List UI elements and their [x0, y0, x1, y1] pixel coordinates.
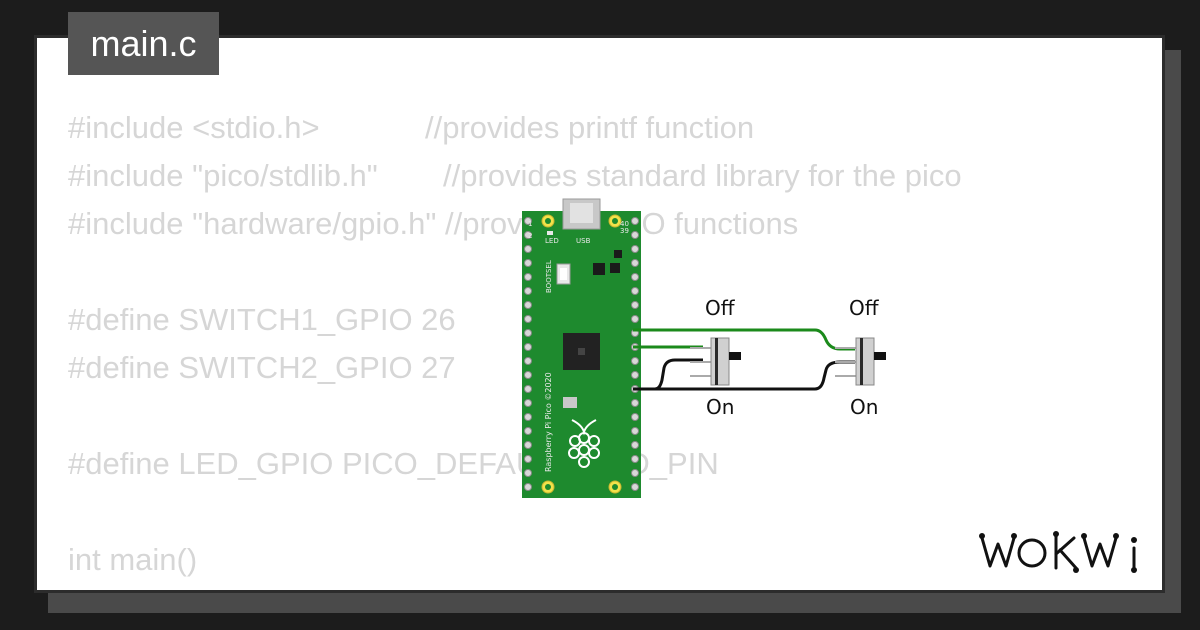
code-comment: //provides printf function — [425, 110, 755, 145]
gpio-pin[interactable] — [524, 301, 532, 309]
gpio-pin[interactable] — [524, 287, 532, 295]
bootsel-label: BOOTSEL — [545, 260, 553, 293]
gpio-pin[interactable] — [524, 371, 532, 379]
gpio-pin[interactable] — [524, 413, 532, 421]
pin-2-label: 2 — [528, 232, 532, 240]
pin-header-left — [524, 217, 532, 491]
switch1-off-label: Off — [705, 296, 736, 320]
switch2-on-label: On — [850, 395, 878, 419]
gpio-pin[interactable] — [524, 217, 532, 225]
slide-switch-1[interactable] — [690, 337, 741, 386]
gpio-pin[interactable] — [631, 273, 639, 281]
gpio-pin[interactable] — [524, 343, 532, 351]
gpio-pin[interactable] — [524, 273, 532, 281]
gpio-pin[interactable] — [631, 399, 639, 407]
code-comment: //provides standard library for the pico — [443, 158, 962, 193]
gpio-pin[interactable] — [524, 357, 532, 365]
switch-body — [855, 337, 875, 386]
gpio-pin[interactable] — [631, 315, 639, 323]
wokwi-logo — [979, 531, 1137, 573]
gpio-pin[interactable] — [631, 217, 639, 225]
usb-port — [570, 203, 593, 223]
led-label: LED — [545, 237, 559, 245]
switch1-on-label: On — [706, 395, 734, 419]
gpio-pin[interactable] — [524, 385, 532, 393]
pin-40-label: 40 — [620, 220, 629, 228]
pin-39-label: 39 — [620, 227, 629, 235]
led-icon — [547, 231, 553, 235]
code-line: #define SWITCH2_GPIO 27 — [68, 350, 456, 385]
slide-switch-2[interactable] — [835, 337, 886, 386]
gpio-pin[interactable] — [524, 245, 532, 253]
gpio-pin[interactable] — [524, 315, 532, 323]
gpio-pin[interactable] — [631, 371, 639, 379]
chip-icon — [593, 263, 605, 275]
usb-label: USB — [576, 237, 591, 245]
gpio-pin[interactable] — [631, 231, 639, 239]
file-tab[interactable]: main.c — [68, 12, 219, 75]
gpio-pin[interactable] — [631, 287, 639, 295]
switch2-off-label: Off — [849, 296, 880, 320]
gpio-pin[interactable] — [524, 455, 532, 463]
switch-handle — [874, 352, 886, 360]
gpio-pin[interactable] — [524, 259, 532, 267]
gpio-pin[interactable] — [631, 259, 639, 267]
code-line: #include "pico/stdlib.h" — [68, 158, 378, 193]
wire-switch1-ground — [633, 358, 703, 391]
gpio-pin[interactable] — [631, 455, 639, 463]
raspberry-pi-logo-icon — [568, 419, 600, 468]
gpio-pin[interactable] — [524, 427, 532, 435]
gpio-pin[interactable] — [631, 441, 639, 449]
code-editor: #include <stdio.h> //provides printf fun… — [68, 88, 1162, 577]
code-line: #define SWITCH1_GPIO 26 — [68, 302, 456, 337]
raspberry-pi-pico-board[interactable]: LED USB 1 2 39 40 BOOTSEL Raspberry Pi P… — [522, 198, 641, 498]
gpio-pin[interactable] — [524, 441, 532, 449]
switch-body — [710, 337, 730, 386]
gpio-pin[interactable] — [524, 469, 532, 477]
gpio-pin[interactable] — [524, 231, 532, 239]
gpio-pin[interactable] — [524, 399, 532, 407]
gpio-pin[interactable] — [631, 245, 639, 253]
gpio-pin[interactable] — [524, 483, 532, 491]
gpio-pin[interactable] — [524, 329, 532, 337]
switch-handle — [729, 352, 741, 360]
pin-1-label: 1 — [528, 220, 532, 228]
pin-header-right — [631, 217, 639, 491]
gpio-pin[interactable] — [631, 357, 639, 365]
gpio-pin[interactable] — [631, 483, 639, 491]
model-label: Raspberry Pi Pico ©2020 — [544, 372, 553, 472]
gpio-pin[interactable] — [631, 301, 639, 309]
flash-chip-icon — [563, 397, 577, 408]
gpio-pin[interactable] — [631, 413, 639, 421]
gpio-pin[interactable] — [631, 469, 639, 477]
gpio-pin[interactable] — [631, 427, 639, 435]
code-line: int main() — [68, 542, 198, 577]
code-line: #include <stdio.h> — [68, 110, 320, 145]
